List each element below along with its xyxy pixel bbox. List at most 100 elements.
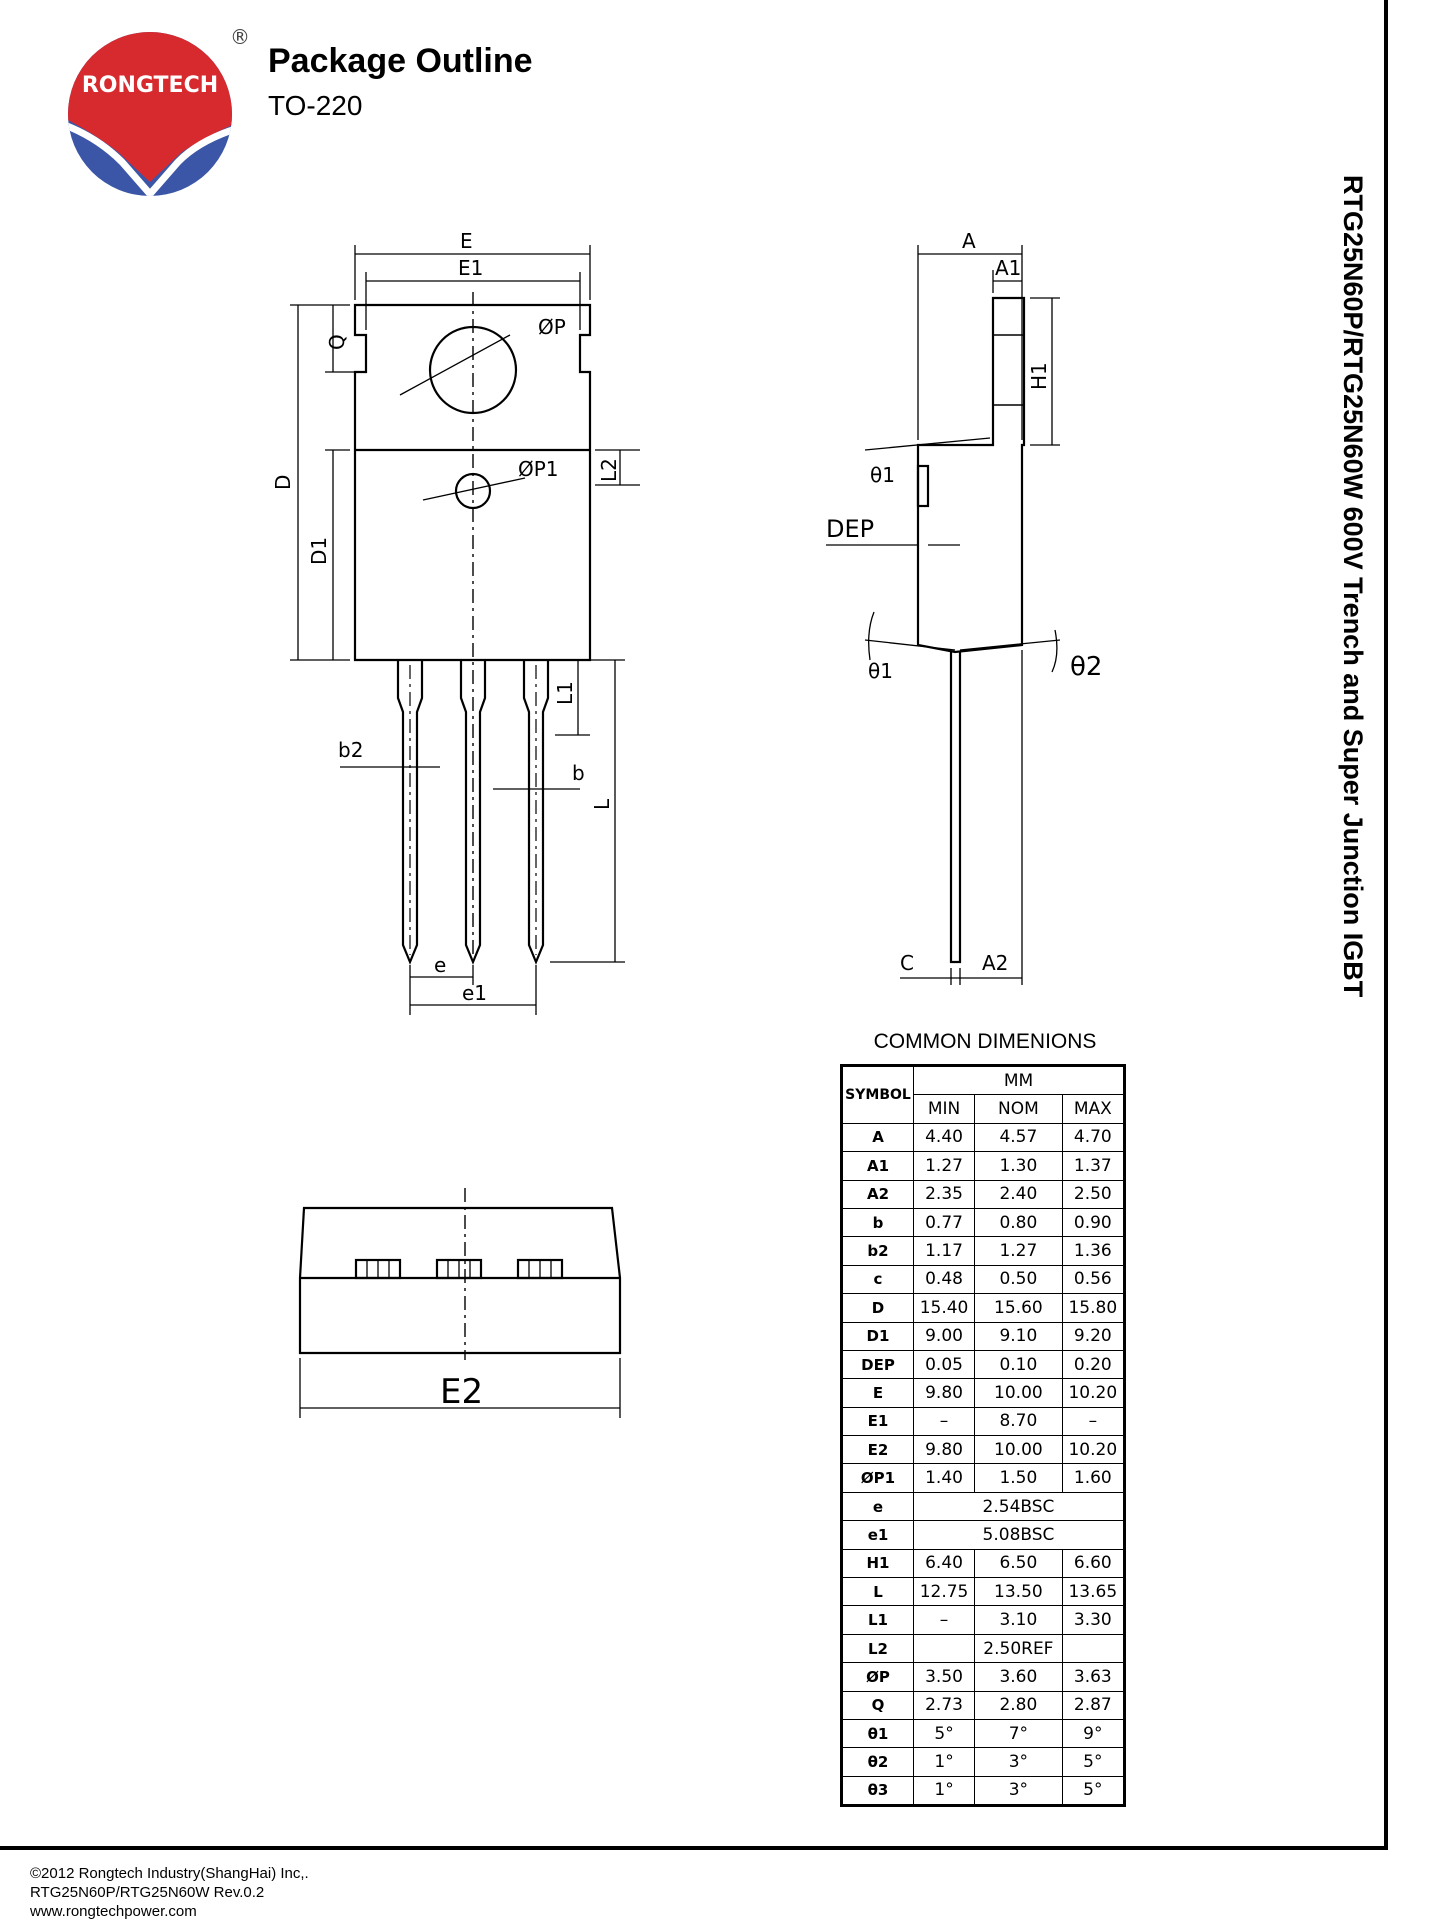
registered-mark: ® bbox=[230, 25, 250, 49]
table-cell-symbol: L2 bbox=[841, 1633, 914, 1664]
table-cell-min: 0.48 bbox=[912, 1264, 976, 1295]
label-D: D bbox=[271, 475, 295, 490]
column-header-max: MAX bbox=[1061, 1094, 1126, 1124]
table-cell-min: 12.75 bbox=[912, 1577, 976, 1607]
table-cell-max: 9.20 bbox=[1061, 1321, 1126, 1351]
symbol-header: SYMBOL bbox=[841, 1065, 914, 1124]
table-cell-symbol: E2 bbox=[841, 1435, 914, 1465]
table-cell-min: 0.77 bbox=[912, 1207, 976, 1238]
table-cell-symbol: A1 bbox=[841, 1151, 914, 1181]
table-cell-symbol: DEP bbox=[841, 1349, 914, 1380]
table-cell-min: 2.35 bbox=[912, 1179, 976, 1209]
table-cell-symbol: θ1 bbox=[841, 1718, 914, 1749]
page-frame bbox=[0, 0, 1388, 1850]
label-b2: b2 bbox=[338, 738, 363, 762]
table-cell-min: 1.17 bbox=[912, 1236, 976, 1266]
table-cell-min: 3.50 bbox=[912, 1662, 976, 1692]
table-cell-symbol: E1 bbox=[841, 1406, 914, 1437]
table-cell-nom: 10.00 bbox=[974, 1378, 1063, 1408]
label-e: e bbox=[434, 953, 446, 977]
table-cell-max: 3.63 bbox=[1061, 1662, 1126, 1692]
bottom-view bbox=[298, 1188, 622, 1418]
label-b: b bbox=[572, 761, 585, 785]
table-cell-symbol: θ3 bbox=[841, 1775, 914, 1807]
column-header-nom: NOM bbox=[974, 1094, 1063, 1124]
table-cell-max: 2.50 bbox=[1061, 1179, 1126, 1209]
table-cell-nom: 3.10 bbox=[974, 1605, 1063, 1635]
table-cell-min: 1.40 bbox=[912, 1463, 976, 1493]
column-header-min: MIN bbox=[912, 1094, 976, 1124]
table-cell-symbol: ØP bbox=[841, 1662, 914, 1692]
table-cell-max: 1.36 bbox=[1061, 1236, 1126, 1266]
table-cell-max: 3.30 bbox=[1061, 1605, 1126, 1635]
table-cell-max: 1.37 bbox=[1061, 1151, 1126, 1181]
label-Q: Q bbox=[325, 334, 349, 350]
side-view bbox=[826, 245, 1061, 985]
table-cell-max: 10.20 bbox=[1061, 1378, 1126, 1408]
label-D1: D1 bbox=[307, 537, 331, 565]
table-cell-min: 1° bbox=[912, 1747, 976, 1777]
table-cell-symbol: D1 bbox=[841, 1321, 914, 1351]
front-view bbox=[290, 245, 640, 1015]
table-cell-min: 5° bbox=[912, 1718, 976, 1749]
table-cell-span: 5.08BSC bbox=[913, 1520, 1125, 1550]
table-cell-symbol: c bbox=[841, 1264, 914, 1295]
label-H1: H1 bbox=[1027, 362, 1051, 390]
table-cell-max: 0.56 bbox=[1061, 1264, 1126, 1295]
table-cell-min: 9.80 bbox=[912, 1435, 976, 1465]
table-cell-nom: 0.10 bbox=[974, 1349, 1063, 1380]
table-row: E1–8.70– bbox=[841, 1406, 1126, 1437]
table-cell-min: 15.40 bbox=[912, 1293, 976, 1323]
table-cell-symbol: b2 bbox=[841, 1236, 914, 1266]
label-phiP: ØP bbox=[538, 315, 566, 339]
footer-website: www.rongtechpower.com bbox=[30, 1903, 197, 1920]
label-DEP: DEP bbox=[826, 515, 874, 543]
table-cell-max: 4.70 bbox=[1061, 1122, 1126, 1153]
table-cell-min: 9.00 bbox=[912, 1321, 976, 1351]
table-cell-nom: 10.00 bbox=[974, 1435, 1063, 1465]
table-cell-max: 5° bbox=[1061, 1775, 1126, 1807]
label-A1: A1 bbox=[995, 256, 1021, 280]
table-cell-max: 6.60 bbox=[1061, 1548, 1126, 1579]
table-cell-symbol: D bbox=[841, 1293, 914, 1323]
unit-header: MM bbox=[913, 1064, 1125, 1096]
footer-copyright: ©2012 Rongtech Industry(ShangHai) Inc,. bbox=[30, 1865, 309, 1882]
table-cell-symbol: L bbox=[841, 1577, 914, 1607]
label-theta2: θ2 bbox=[1070, 652, 1102, 682]
table-cell-nom: 8.70 bbox=[974, 1406, 1063, 1437]
table-cell-nom: 0.50 bbox=[974, 1264, 1063, 1295]
table-cell-max bbox=[1061, 1633, 1126, 1664]
table-cell-nom: 1.50 bbox=[974, 1463, 1063, 1493]
table-cell-max: – bbox=[1061, 1406, 1126, 1437]
table-cell-nom: 9.10 bbox=[974, 1321, 1063, 1351]
table-cell-symbol: H1 bbox=[841, 1548, 914, 1579]
table-cell-nom: 7° bbox=[974, 1718, 1063, 1749]
table-cell-min: 1° bbox=[912, 1775, 976, 1807]
table-cell-nom: 1.27 bbox=[974, 1236, 1063, 1266]
label-theta1-top: θ1 bbox=[870, 463, 895, 487]
footer: ©2012 Rongtech Industry(ShangHai) Inc,. … bbox=[30, 1864, 309, 1921]
label-E2: E2 bbox=[440, 1372, 483, 1412]
table-cell-symbol: A2 bbox=[841, 1179, 914, 1209]
label-e1: e1 bbox=[462, 981, 487, 1005]
table-cell-nom: 3° bbox=[974, 1775, 1063, 1807]
table-cell-span: 2.54BSC bbox=[913, 1491, 1125, 1522]
table-cell-nom: 13.50 bbox=[974, 1577, 1063, 1607]
table-cell-max: 1.60 bbox=[1061, 1463, 1126, 1493]
label-A: A bbox=[962, 229, 976, 253]
